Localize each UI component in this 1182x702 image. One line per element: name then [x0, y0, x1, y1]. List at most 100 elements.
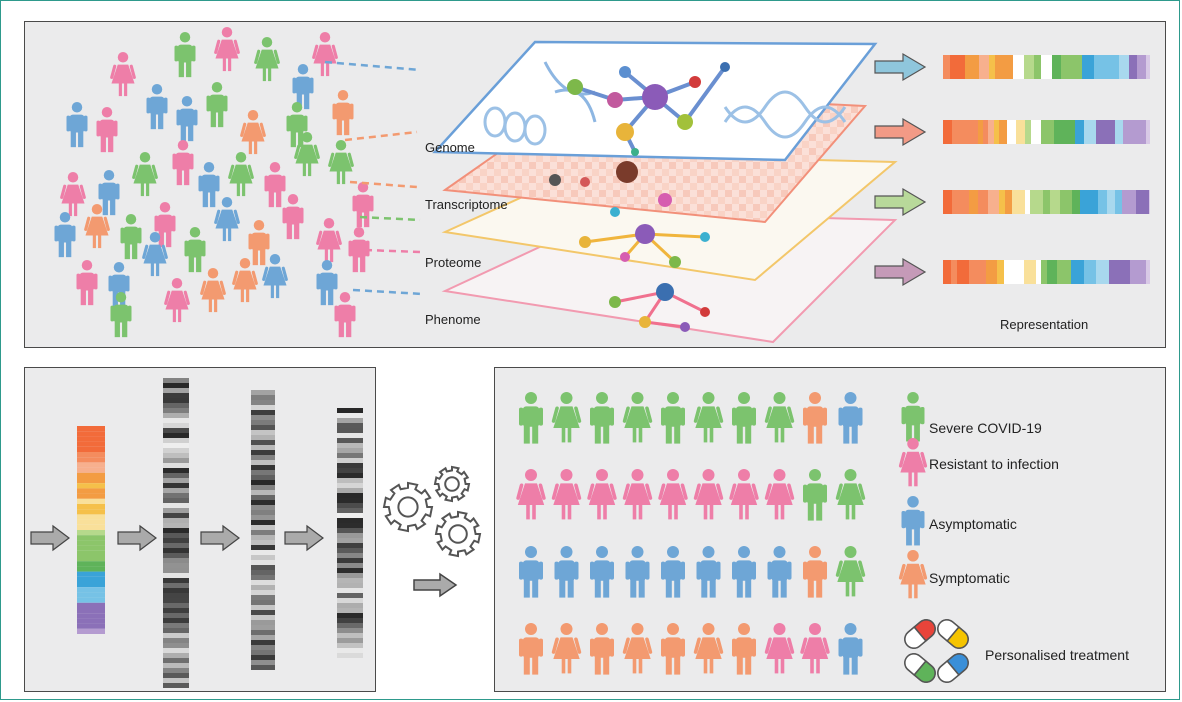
color-stripe [77, 540, 105, 546]
gray-stripe [163, 603, 189, 608]
representation-stripe [1063, 120, 1075, 144]
gray-stripe [251, 525, 275, 530]
gray-stripe [251, 425, 275, 430]
outcome-person [551, 392, 582, 443]
crowd-person [214, 27, 240, 72]
arrow-right-icon [200, 524, 240, 552]
representation-stripe [983, 120, 988, 144]
representation-stripe [955, 55, 965, 79]
color-stripe [77, 582, 105, 588]
arrow-right-icon [874, 187, 927, 217]
outcome-person [658, 469, 688, 520]
gray-stripe [251, 615, 275, 620]
representation-stripe [1057, 260, 1064, 284]
gray-stripe [337, 498, 363, 503]
gray-stripe [251, 440, 275, 445]
outcome-person [590, 623, 614, 675]
representation-stripe [964, 190, 969, 214]
pill-icon [937, 653, 969, 683]
crowd-person [334, 292, 356, 338]
representation-stripe [1137, 55, 1146, 79]
color-stripe [77, 556, 105, 562]
representation-stripe [1024, 55, 1034, 79]
representation-stripe [1047, 55, 1052, 79]
representation-stripe [1016, 260, 1024, 284]
representation-stripe [999, 190, 1005, 214]
representation-stripe [1034, 55, 1041, 79]
representation-stripe [1113, 55, 1119, 79]
gray-stripe [251, 605, 275, 610]
crowd-person [154, 202, 176, 248]
representation-stripe [1036, 190, 1043, 214]
outcome-grid [516, 392, 969, 683]
gray-stripe [337, 428, 363, 433]
gray-stripe [337, 488, 363, 493]
connector-line [344, 130, 418, 142]
representation-stripe [1130, 260, 1140, 284]
gray-stripe [337, 568, 363, 573]
color-stripe [77, 602, 105, 608]
representation-stripe [1096, 120, 1105, 144]
representation-stripe [1043, 190, 1050, 214]
outcome-person [587, 469, 617, 520]
treatment-label: Personalised treatment [985, 647, 1129, 663]
representation-stripe [1119, 55, 1129, 79]
color-stripe [77, 472, 105, 478]
representation-stripe [1122, 260, 1130, 284]
gray-stripe [163, 458, 189, 463]
outcome-person [551, 623, 582, 674]
color-stripe [77, 623, 105, 629]
gray-stripe [251, 430, 275, 435]
gray-stripe [337, 418, 363, 423]
crowd-person [120, 214, 142, 260]
gray-stripe [251, 620, 275, 625]
gray-stripe [163, 443, 189, 448]
gray-stripe [163, 468, 189, 473]
gray-stripe [337, 608, 363, 613]
representation-stripe [1140, 260, 1146, 284]
gray-stripe [163, 453, 189, 458]
crowd-person [316, 218, 342, 263]
outcome-person [803, 392, 827, 444]
gray-stripe [337, 468, 363, 473]
color-stripe [77, 550, 105, 556]
gray-stripe [337, 653, 363, 658]
representation-stripe [988, 120, 994, 144]
multiomics-panel: Genome Transcriptome Proteome Phenome Re… [24, 21, 1166, 348]
gray-stripe [251, 515, 275, 520]
gray-stripe [251, 390, 275, 395]
legend-person-icon [901, 392, 925, 442]
gray-stripe [251, 435, 275, 440]
representation-stripe [1103, 260, 1109, 284]
crowd-person [352, 182, 374, 228]
gray-stripe [163, 463, 189, 468]
arrow-right-icon [874, 52, 927, 82]
representation-stripe [1075, 120, 1084, 144]
color-stripe [77, 462, 105, 468]
color-stripe [77, 535, 105, 541]
gray-stripe [337, 588, 363, 593]
color-stripe [77, 431, 105, 437]
legend-symptomatic: Symptomatic [929, 570, 1010, 586]
crowd-person [96, 107, 118, 153]
legend-resistant: Resistant to infection [929, 456, 1059, 472]
legend-person-icon [898, 550, 928, 599]
legend-person-icon [901, 496, 925, 546]
gray-stripe [163, 568, 189, 573]
color-stripe [77, 467, 105, 473]
gray-stripe [251, 575, 275, 580]
representation-stripe [1098, 190, 1107, 214]
color-stripe [77, 478, 105, 484]
color-stripe [77, 566, 105, 572]
gray-stripe [337, 423, 363, 428]
gray-stripe [163, 548, 189, 553]
color-stripe [77, 452, 105, 458]
gray-stripe [337, 573, 363, 578]
representation-stripe [1127, 190, 1136, 214]
outcome-person [835, 546, 866, 597]
label-transcriptome: Transcriptome [425, 197, 508, 212]
gray-stripe [163, 613, 189, 618]
gray-stripe [163, 683, 189, 688]
arrow-right-icon [874, 117, 927, 147]
outcome-person [590, 546, 614, 598]
